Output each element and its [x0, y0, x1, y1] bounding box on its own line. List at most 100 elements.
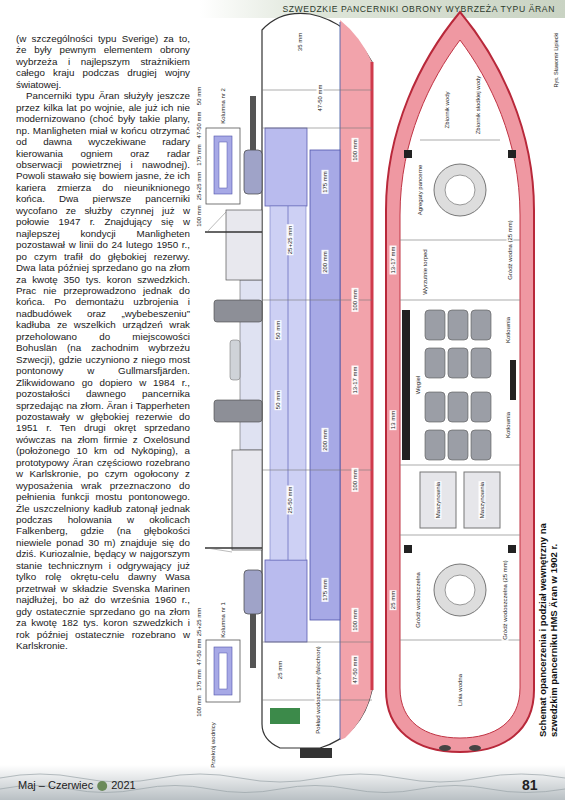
small-compartments-part	[508, 150, 516, 158]
part-label: Maszynownia	[435, 481, 442, 519]
bulkheads-part	[262, 128, 372, 129]
plan-bulkheads-part	[420, 140, 500, 141]
dimension-label: 200 mm	[322, 250, 329, 274]
side-view	[205, 13, 372, 758]
dimension-label: 13-17 mm	[352, 365, 359, 394]
inset-core	[219, 653, 227, 689]
part-label: Pokład wodoszczelny (falochron)	[315, 645, 322, 735]
dimension-label: 100 mm	[352, 468, 359, 492]
dimension-label: 50 mm	[275, 320, 282, 340]
boiler	[425, 348, 445, 378]
plan-bulkheads-part	[400, 465, 520, 466]
wave-lines	[0, 774, 565, 793]
dimension-label: 47-50 mm	[317, 83, 324, 112]
dimension-label: 50 mm	[196, 86, 203, 106]
gun-barrel	[250, 614, 256, 668]
fore-barbette	[265, 128, 307, 206]
part-label: Linia wodna	[457, 673, 464, 707]
part-label: Kotłownia	[505, 316, 512, 344]
issue-date: 2021	[111, 779, 135, 791]
dimension-label: 50 mm	[275, 390, 282, 410]
boiler	[448, 348, 468, 378]
bulkheads-part	[262, 642, 372, 643]
propeller	[439, 745, 451, 751]
plan-bulkheads-part	[400, 240, 520, 241]
dimension-label: 25+25 mm	[196, 607, 203, 638]
boiler	[425, 392, 445, 422]
dimension-label: 100 mm	[196, 204, 203, 228]
boiler	[425, 310, 445, 340]
hull-profile	[262, 13, 372, 748]
stays-part	[207, 548, 232, 552]
part-label: Gródź wodoszczelna (25 mm)	[502, 559, 509, 641]
part-label: Przekrój wodnicy	[210, 721, 217, 768]
coal-bunker	[402, 310, 410, 460]
aft-turret	[244, 570, 262, 614]
dimension-label: 175 mm	[196, 668, 203, 692]
propeller	[469, 745, 481, 751]
running-head: SZWEDZKIE PANCERNIKI OBRONY WYBRZEŻA TYP…	[282, 4, 555, 14]
bridge	[226, 210, 262, 280]
page-number: 81	[522, 777, 538, 793]
inset-armour	[214, 136, 232, 194]
dimension-label: 13 mm	[390, 410, 397, 430]
gun-barrel	[250, 96, 256, 150]
citadel	[270, 206, 306, 560]
dimension-label: 200 mm	[322, 428, 329, 452]
part-label: Agregaty pancerne	[417, 164, 424, 217]
funnel	[214, 300, 262, 322]
inset-core	[219, 142, 227, 188]
small-compartments-part	[404, 545, 412, 553]
part-label: Węgiel	[415, 375, 422, 395]
plan-deck	[400, 40, 520, 738]
part-label: Maszynownia	[479, 481, 486, 519]
section-inset	[206, 128, 240, 204]
engine	[420, 472, 456, 528]
dimension-label: 175 mm	[322, 578, 329, 602]
magazine-logo	[97, 781, 107, 791]
dimension-label: 25-50 mm	[287, 485, 294, 514]
part-label: Kolumna nr 1	[220, 601, 227, 639]
part-label: Gródź wodoszczelna	[415, 571, 422, 629]
boat	[230, 340, 240, 380]
mast	[205, 547, 262, 549]
boiler	[471, 392, 491, 422]
bulkheads	[262, 90, 372, 700]
body-paragraph: (w szczególności typu Sverige) za to, że…	[16, 33, 190, 90]
boiler	[471, 348, 491, 378]
dimension-label: 100 mm	[352, 608, 359, 632]
part-label: Kolumna nr 2	[220, 87, 227, 125]
section-inset	[206, 640, 240, 702]
drawing-credit: Rys. Sławomir Lipiecki	[553, 31, 560, 88]
plan-bulkheads	[400, 140, 520, 640]
armour-belt	[310, 150, 340, 620]
mast	[205, 231, 262, 233]
coal-bunker	[510, 360, 516, 400]
boiler	[448, 392, 468, 422]
dimension-label: 47-50 mm	[352, 655, 359, 684]
boilers	[425, 310, 491, 460]
dimension-label: 25 mm	[390, 590, 397, 610]
dimension-label: 47-50 mm	[196, 110, 203, 139]
stays-part	[207, 212, 226, 232]
inset-armour	[214, 647, 232, 695]
plan-bulkheads-part	[400, 300, 520, 301]
dimension-label: 100 mm	[196, 694, 203, 718]
issue-date: Maj – Czerwiec	[18, 779, 93, 791]
part-label: Kotłownia	[505, 411, 512, 439]
keel-line	[371, 62, 374, 690]
engine	[464, 472, 500, 528]
body-paragraph: Pancerniki typu Äran służyły jeszcze prz…	[16, 90, 190, 651]
part-label: Wyrzutnie torped	[422, 248, 429, 295]
dimension-label: 13-17 mm	[390, 245, 397, 274]
dimension-label: 175 mm	[322, 170, 329, 194]
dimension-label: 175 mm	[196, 143, 203, 167]
plan-view	[386, 12, 534, 752]
figure-caption: Schemat opancerzenia i podział wewnętrzn…	[537, 487, 559, 737]
boiler	[471, 310, 491, 340]
dimension-label: 35 mm	[297, 32, 304, 52]
dimension-label: 25 mm	[277, 660, 284, 680]
text-column: (w szczególności typu Sverige) za to, że…	[16, 33, 190, 651]
turret-ring	[434, 164, 486, 216]
steering-room	[270, 708, 300, 724]
